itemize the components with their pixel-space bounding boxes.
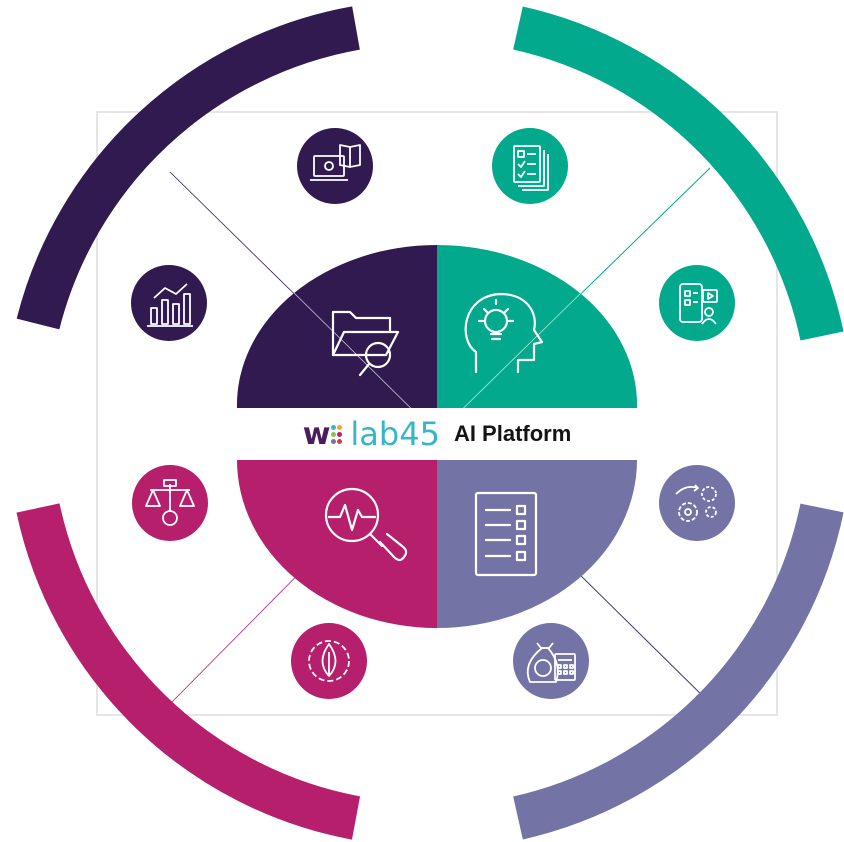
center-quadrant-top-right <box>437 245 638 408</box>
head-lightbulb-icon <box>464 292 544 374</box>
laptop-book-gear-icon <box>297 128 373 204</box>
checklist-documents-icon <box>492 128 568 204</box>
list-document-icon <box>474 491 538 577</box>
folder-search-icon <box>331 310 400 377</box>
outer-arc-top-right <box>513 6 844 341</box>
chart-growth-icon <box>131 265 207 341</box>
outer-arc-top-left <box>16 6 360 330</box>
center-quadrant-bottom-left <box>237 460 437 628</box>
leaf-gear-icon <box>291 623 367 699</box>
balance-scale-gear-icon <box>132 465 208 541</box>
outer-arc-bottom-left <box>16 503 361 840</box>
brand-dots-icon <box>330 419 344 449</box>
mobile-app-video-icon <box>659 265 735 341</box>
gears-process-icon <box>659 465 735 541</box>
platform-logo: w lab45 AI Platform <box>237 408 637 460</box>
brand-name: lab45 <box>350 415 440 453</box>
brand-mark: w <box>302 416 331 452</box>
magnifier-pulse-icon <box>324 487 408 562</box>
product-name: AI Platform <box>453 421 572 446</box>
outer-arc-bottom-right <box>513 503 844 840</box>
money-bag-calculator-icon <box>513 623 589 699</box>
center-quadrant-top-left <box>236 244 437 408</box>
